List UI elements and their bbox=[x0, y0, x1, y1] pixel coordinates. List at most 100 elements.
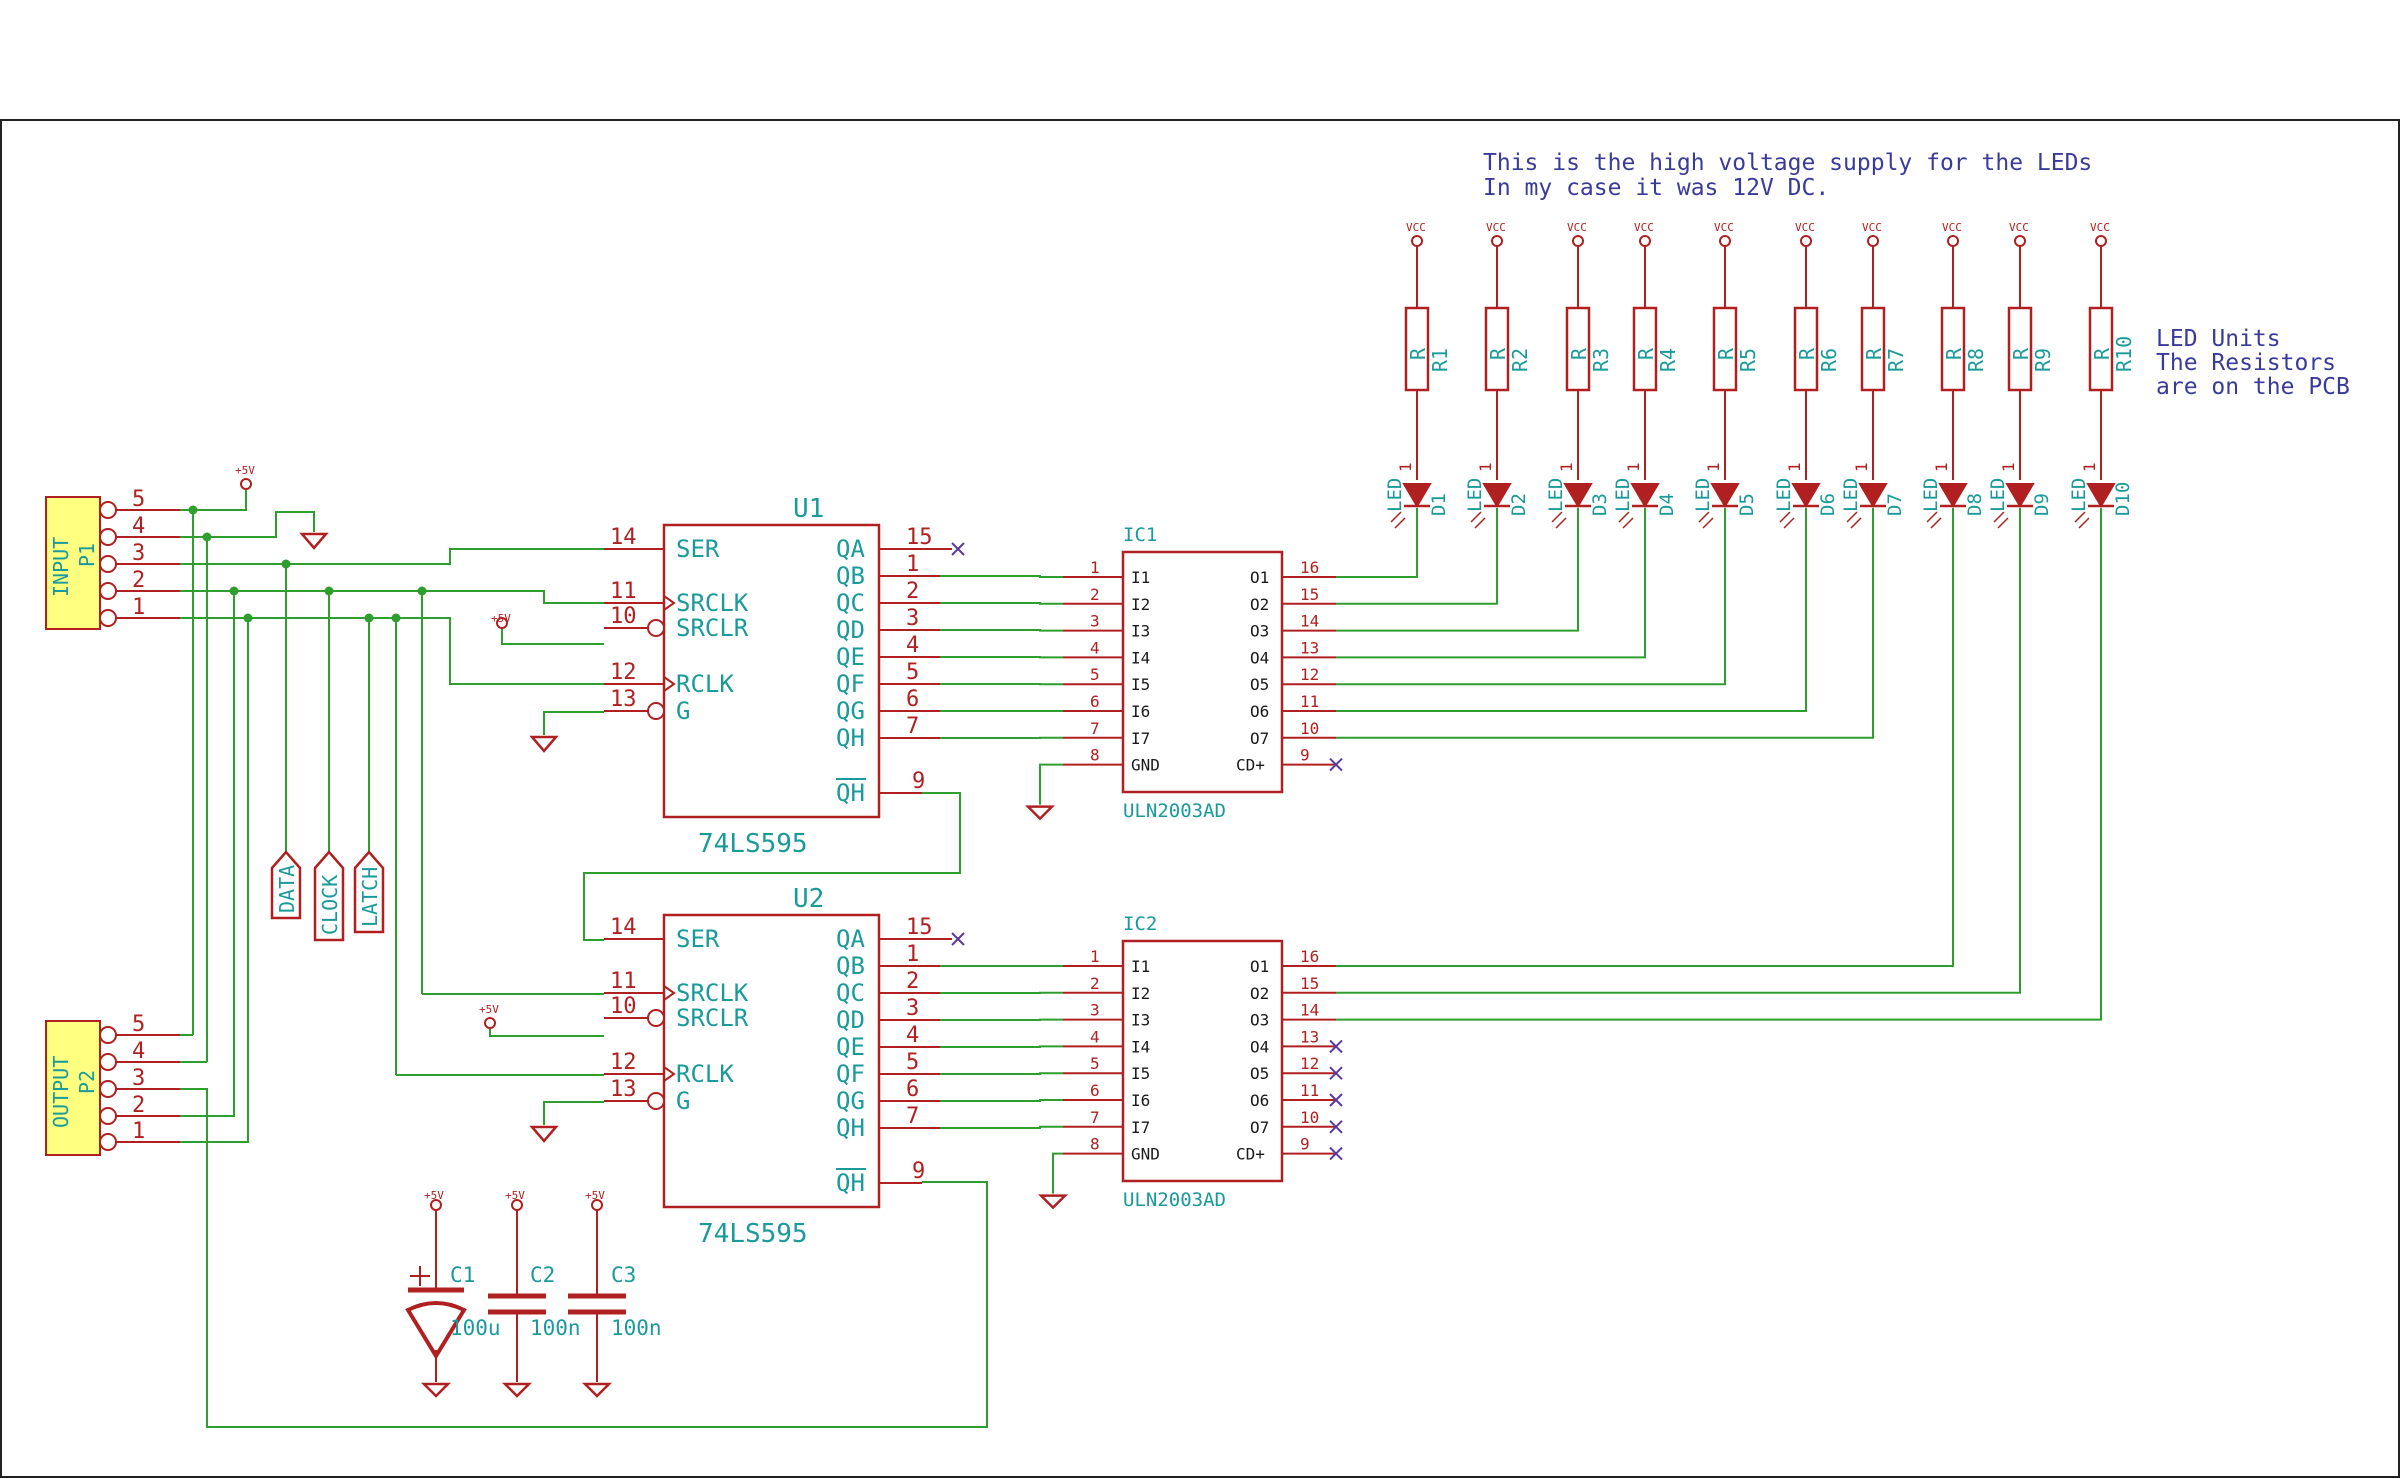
sr-pin-number: 10 bbox=[610, 994, 637, 1019]
led-emission bbox=[1779, 511, 1795, 529]
svg-text:C3: C3 bbox=[611, 1263, 636, 1287]
connector-p1: INPUT P1 bbox=[45, 496, 101, 630]
vcc-label: VCC bbox=[1406, 221, 1426, 234]
vcc-label: VCC bbox=[1567, 221, 1587, 234]
uln-pin-name: I2 bbox=[1131, 595, 1150, 614]
uln-pin-number: 10 bbox=[1300, 1108, 1319, 1127]
svg-text:CLOCK: CLOCK bbox=[318, 875, 342, 935]
u2-shift-register: U2 74LS595 bbox=[662, 884, 881, 1249]
vcc-flag bbox=[1491, 235, 1503, 247]
uln-pin-name: O1 bbox=[1250, 957, 1269, 976]
uln-pin-number: 13 bbox=[1300, 1027, 1319, 1046]
led-emission bbox=[2074, 511, 2090, 529]
p2-pins: 5 4 3 2 1 bbox=[99, 1012, 180, 1151]
svg-text:C1: C1 bbox=[450, 1263, 475, 1287]
uln-pin-number: 11 bbox=[1300, 692, 1319, 711]
sr-pin-number: 6 bbox=[906, 687, 919, 712]
svg-text:+5V: +5V bbox=[491, 612, 511, 625]
svg-text:2: 2 bbox=[132, 568, 145, 593]
led-value: LED bbox=[1692, 478, 1714, 512]
led-value: LED bbox=[1920, 478, 1942, 512]
sr-pin-name: QC bbox=[836, 979, 865, 1007]
uln-pin-number: 13 bbox=[1300, 638, 1319, 657]
led-ref: D10 bbox=[2112, 482, 2134, 516]
sr-pin-name: QD bbox=[836, 616, 865, 644]
vcc-label: VCC bbox=[1942, 221, 1962, 234]
resistor-value: R bbox=[1942, 347, 1966, 360]
led-drive-wire bbox=[1336, 508, 1498, 605]
u1-shift-register: U1 74LS595 bbox=[662, 494, 881, 859]
sr-pin-number: 14 bbox=[610, 915, 637, 940]
led-pin-number: 1 bbox=[1557, 462, 1576, 472]
led-emission bbox=[1470, 511, 1486, 529]
led-emission bbox=[1926, 511, 1942, 529]
uln-pin-number: 5 bbox=[1090, 1054, 1100, 1073]
data-wire bbox=[940, 1125, 1063, 1129]
led-value: LED bbox=[1612, 478, 1634, 512]
led-pin-number: 1 bbox=[1396, 462, 1415, 472]
led-pin-number: 1 bbox=[1476, 462, 1495, 472]
led-ref: D1 bbox=[1428, 493, 1450, 516]
led-emission bbox=[1993, 511, 2009, 529]
led-ref: D5 bbox=[1736, 493, 1758, 516]
gnd-symbol bbox=[1037, 1194, 1069, 1210]
svg-text:DATA: DATA bbox=[275, 865, 299, 913]
vcc-label: VCC bbox=[1862, 221, 1882, 234]
uln-pin-number: 1 bbox=[1090, 947, 1100, 966]
led-emission bbox=[1846, 511, 1862, 529]
left-power-symbols: +5V +5V +5V bbox=[235, 464, 559, 1143]
svg-text:+5V: +5V bbox=[505, 1189, 525, 1202]
uln-pin-number: 15 bbox=[1300, 585, 1319, 604]
uln-pin-name: I1 bbox=[1131, 957, 1150, 976]
led-triangle bbox=[1710, 483, 1740, 508]
led-drive-wire bbox=[1336, 508, 1579, 632]
vcc-label: VCC bbox=[2090, 221, 2110, 234]
no-connect-mark bbox=[1329, 757, 1343, 772]
vcc-label: VCC bbox=[2009, 221, 2029, 234]
sr-pin-name: QF bbox=[836, 1060, 865, 1088]
svg-text:P2: P2 bbox=[75, 1070, 99, 1094]
svg-text:IC1: IC1 bbox=[1123, 524, 1157, 546]
led-note-line3: are on the PCB bbox=[2156, 374, 2350, 400]
uln-pin-number: 2 bbox=[1090, 974, 1100, 993]
uln-pin-name: GND bbox=[1131, 1145, 1160, 1164]
uln-pin-name: O3 bbox=[1250, 1011, 1269, 1030]
led-ref: D7 bbox=[1884, 493, 1906, 516]
no-connect-mark bbox=[951, 542, 965, 556]
sr-pin-number: 3 bbox=[906, 996, 919, 1021]
data-wire bbox=[940, 1099, 1063, 1102]
uln-pin-name: O2 bbox=[1250, 595, 1269, 614]
uln-pin-name: O7 bbox=[1250, 1118, 1269, 1137]
sr-pin-number: 9 bbox=[912, 769, 925, 794]
sr-pin-name: QH bbox=[836, 1169, 865, 1197]
register-to-driver-wires bbox=[940, 575, 1063, 1129]
resistor-value: R bbox=[1486, 347, 1510, 360]
uln-pin-name: I6 bbox=[1131, 702, 1150, 721]
led-drive-wire bbox=[1336, 508, 1954, 967]
uln-pin-name: I5 bbox=[1131, 675, 1150, 694]
global-labels: DATA CLOCK LATCH bbox=[270, 850, 385, 942]
sr-pin-number: 13 bbox=[610, 687, 637, 712]
uln-pin-number: 11 bbox=[1300, 1081, 1319, 1100]
uln-pin-number: 4 bbox=[1090, 1027, 1100, 1046]
svg-text:74LS595: 74LS595 bbox=[698, 1219, 808, 1249]
uln-pin-number: 15 bbox=[1300, 974, 1319, 993]
uln-pin-name: O4 bbox=[1250, 1037, 1269, 1056]
led-emission bbox=[1698, 511, 1714, 529]
resistor-value: R bbox=[1406, 347, 1430, 360]
ic2-driver: IC2 ULN2003AD bbox=[1121, 913, 1284, 1211]
svg-text:U1: U1 bbox=[793, 494, 824, 524]
vcc-flag bbox=[2014, 235, 2026, 247]
inversion-bubble bbox=[647, 702, 665, 720]
uln-pin-name: O5 bbox=[1250, 1064, 1269, 1083]
resistor-ref: R10 bbox=[2112, 336, 2136, 372]
uln-pin-name: I4 bbox=[1131, 1037, 1150, 1056]
led-emission bbox=[1390, 511, 1406, 529]
resistor-ref: R4 bbox=[1656, 348, 1680, 372]
sr-pin-name: QA bbox=[836, 535, 865, 563]
svg-text:ULN2003AD: ULN2003AD bbox=[1123, 800, 1226, 822]
connector-p2: OUTPUT P2 bbox=[45, 1020, 101, 1156]
uln-pin-name: O3 bbox=[1250, 622, 1269, 641]
inversion-bubble bbox=[647, 1092, 665, 1110]
svg-text:U2: U2 bbox=[793, 884, 824, 914]
